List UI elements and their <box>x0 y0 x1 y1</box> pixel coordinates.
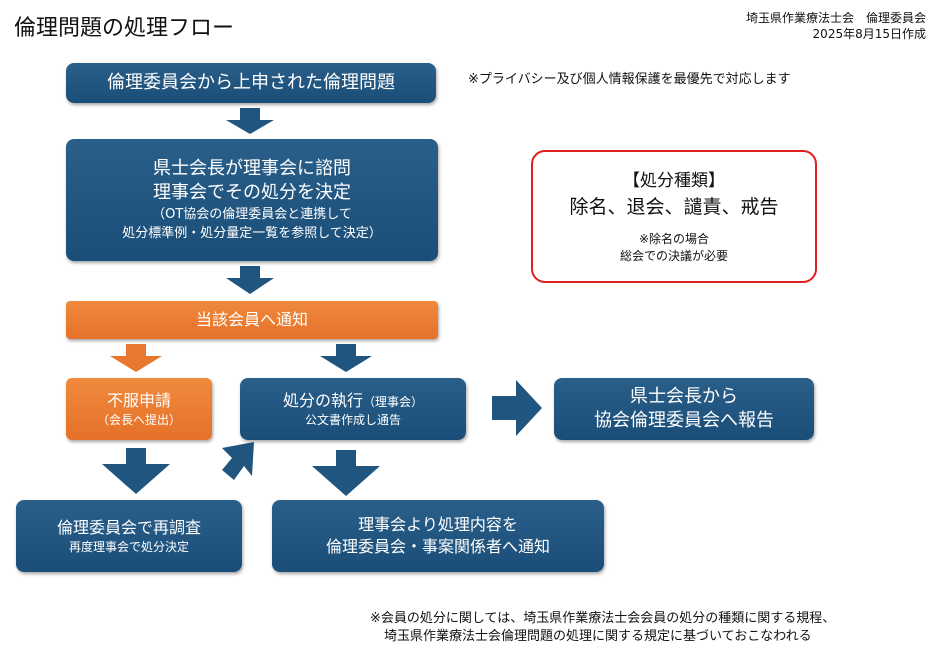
arrow-diagonal-up <box>222 442 254 480</box>
disposition-note-line2: 総会での決議が必要 <box>619 248 728 263</box>
step-objection: 不服申請 （会長へ提出） <box>66 378 212 440</box>
disposition-heading: 【処分種類】 <box>623 170 725 191</box>
footer-note: ※会員の処分に関しては、埼玉県作業療法士会会員の処分の種類に関する規程、 埼玉県… <box>370 610 835 646</box>
footer-note-line2: 埼玉県作業療法士会倫理問題の処理に関する規定に基づいておこなわれる <box>384 629 812 644</box>
step-execution-title-row: 処分の執行（理事会） <box>283 390 423 412</box>
step-notify-all-line2: 倫理委員会・事案関係者へ通知 <box>325 537 550 556</box>
step-reported-problem: 倫理委員会から上申された倫理問題 <box>66 63 436 103</box>
step-reexamination-sub: 再度理事会で処分決定 <box>68 539 189 554</box>
arrow-down-2 <box>226 266 274 294</box>
disposition-types: 除名、退会、譴責、戒告 <box>569 195 779 218</box>
step-board-decision-line1: 県士会長が理事会に諮問 <box>153 158 351 179</box>
step-notify-member: 当該会員へ通知 <box>66 301 438 339</box>
step-execution-title: 処分の執行 <box>282 390 363 410</box>
step-reported-problem-label: 倫理委員会から上申された倫理問題 <box>107 72 395 93</box>
step-execution-paren: （理事会） <box>363 394 424 409</box>
organization-name: 埼玉県作業療法士会 倫理委員会 <box>745 11 926 25</box>
step-report-line2: 協会倫理委員会へ報告 <box>594 410 774 431</box>
arrow-down-orange <box>110 344 162 372</box>
step-report: 県士会長から 協会倫理委員会へ報告 <box>554 378 814 440</box>
privacy-note: ※プライバシー及び個人情報保護を最優先で対応します <box>468 72 791 87</box>
step-objection-sub: （会長へ提出） <box>96 412 181 427</box>
step-board-decision-line4: 処分標準例・処分量定一覧を参照して決定） <box>122 226 382 241</box>
arrow-down-notify-all <box>312 450 380 496</box>
arrow-down-execution <box>320 344 372 372</box>
step-reexamination: 倫理委員会で再調査 再度理事会で処分決定 <box>16 500 242 572</box>
step-execution-sub: 公文書作成し通告 <box>304 412 401 427</box>
arrow-down-reexam <box>102 448 170 494</box>
step-board-decision: 県士会長が理事会に諮問 理事会でその処分を決定 （OT協会の倫理委員会と連携して… <box>66 139 438 261</box>
step-board-decision-line3: （OT協会の倫理委員会と連携して <box>152 207 352 222</box>
arrow-right-report <box>492 380 542 436</box>
footer-note-line1: ※会員の処分に関しては、埼玉県作業療法士会会員の処分の種類に関する規程、 <box>370 611 836 626</box>
step-board-decision-line2: 理事会でその処分を決定 <box>153 182 351 203</box>
step-notify-all-line1: 理事会より処理内容を <box>358 515 518 534</box>
step-reexamination-title: 倫理委員会で再調査 <box>56 517 201 537</box>
step-report-line1: 県士会長から <box>630 386 738 407</box>
step-execution: 処分の執行（理事会） 公文書作成し通告 <box>240 378 466 440</box>
step-objection-title: 不服申請 <box>106 390 171 410</box>
page-title: 倫理問題の処理フロー <box>14 16 235 41</box>
step-notify-all: 理事会より処理内容を 倫理委員会・事案関係者へ通知 <box>272 500 604 572</box>
disposition-types-box: 【処分種類】 除名、退会、譴責、戒告 ※除名の場合 総会での決議が必要 <box>531 150 817 283</box>
created-date: 2025年8月15日作成 <box>812 27 926 41</box>
step-notify-member-label: 当該会員へ通知 <box>195 310 308 329</box>
arrow-down-1 <box>226 108 274 134</box>
header-info: 埼玉県作業療法士会 倫理委員会 2025年8月15日作成 <box>746 10 926 42</box>
disposition-note-line1: ※除名の場合 <box>638 231 710 246</box>
